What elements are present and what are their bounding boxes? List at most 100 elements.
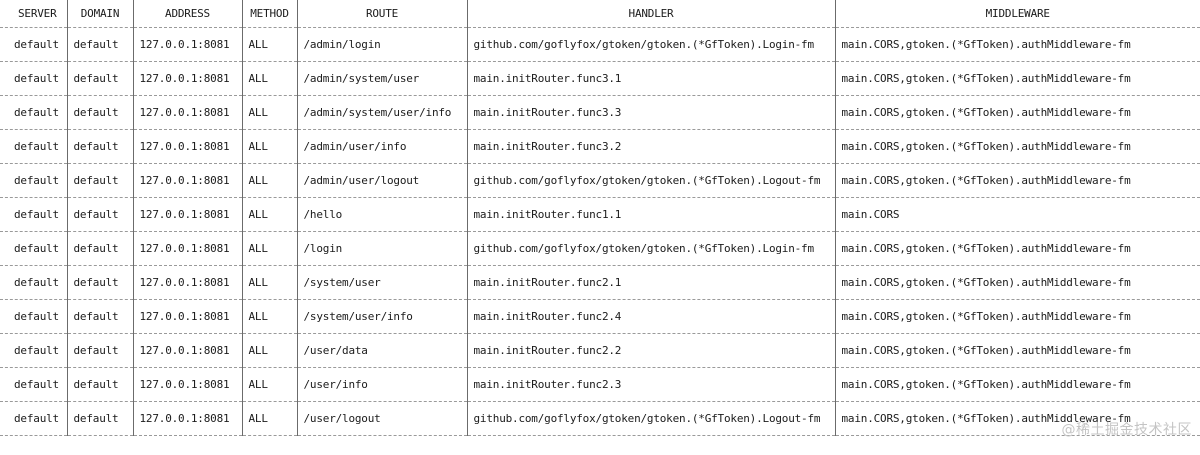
cell-handler: main.initRouter.func3.1 — [466, 61, 835, 96]
cell-handler: main.initRouter.func2.1 — [466, 265, 835, 300]
cell-address: 127.0.0.1:8081 — [132, 299, 242, 334]
cell-server: default — [0, 61, 67, 96]
cell-route: /login — [296, 231, 467, 266]
cell-address: 127.0.0.1:8081 — [132, 231, 242, 266]
cell-address: 127.0.0.1:8081 — [132, 401, 242, 436]
cell-handler: github.com/goflyfox/gtoken/gtoken.(*GfTo… — [466, 163, 835, 198]
cell-address: 127.0.0.1:8081 — [132, 61, 242, 96]
cell-server: default — [0, 163, 67, 198]
column-header-route: ROUTE — [296, 0, 467, 28]
cell-method: ALL — [241, 265, 297, 300]
cell-handler: main.initRouter.func1.1 — [466, 197, 835, 232]
cell-method: ALL — [241, 401, 297, 436]
cell-route: /system/user — [296, 265, 467, 300]
cell-method: ALL — [241, 27, 297, 62]
cell-middleware: main.CORS,gtoken.(*GfToken).authMiddlewa… — [834, 401, 1200, 436]
cell-route: /system/user/info — [296, 299, 467, 334]
cell-middleware: main.CORS,gtoken.(*GfToken).authMiddlewa… — [834, 129, 1200, 164]
cell-route: /admin/user/info — [296, 129, 467, 164]
cell-server: default — [0, 265, 67, 300]
cell-middleware: main.CORS,gtoken.(*GfToken).authMiddlewa… — [834, 231, 1200, 266]
cell-method: ALL — [241, 129, 297, 164]
cell-server: default — [0, 231, 67, 266]
cell-domain: default — [66, 61, 133, 96]
cell-domain: default — [66, 333, 133, 368]
cell-middleware: main.CORS,gtoken.(*GfToken).authMiddlewa… — [834, 299, 1200, 334]
cell-middleware: main.CORS,gtoken.(*GfToken).authMiddlewa… — [834, 95, 1200, 130]
cell-middleware: main.CORS,gtoken.(*GfToken).authMiddlewa… — [834, 61, 1200, 96]
cell-handler: github.com/goflyfox/gtoken/gtoken.(*GfTo… — [466, 27, 835, 62]
cell-method: ALL — [241, 95, 297, 130]
cell-handler: main.initRouter.func3.2 — [466, 129, 835, 164]
cell-method: ALL — [241, 231, 297, 266]
cell-server: default — [0, 333, 67, 368]
column-header-server: SERVER — [0, 0, 67, 28]
cell-method: ALL — [241, 299, 297, 334]
cell-domain: default — [66, 197, 133, 232]
cell-route: /admin/system/user/info — [296, 95, 467, 130]
cell-handler: main.initRouter.func3.3 — [466, 95, 835, 130]
cell-address: 127.0.0.1:8081 — [132, 27, 242, 62]
cell-middleware: main.CORS,gtoken.(*GfToken).authMiddlewa… — [834, 265, 1200, 300]
cell-address: 127.0.0.1:8081 — [132, 367, 242, 402]
cell-route: /user/info — [296, 367, 467, 402]
cell-domain: default — [66, 299, 133, 334]
cell-address: 127.0.0.1:8081 — [132, 197, 242, 232]
cell-route: /admin/system/user — [296, 61, 467, 96]
cell-server: default — [0, 129, 67, 164]
column-header-middleware: MIDDLEWARE — [834, 0, 1200, 28]
cell-handler: github.com/goflyfox/gtoken/gtoken.(*GfTo… — [466, 401, 835, 436]
cell-middleware: main.CORS,gtoken.(*GfToken).authMiddlewa… — [834, 27, 1200, 62]
cell-server: default — [0, 197, 67, 232]
cell-method: ALL — [241, 367, 297, 402]
cell-domain: default — [66, 163, 133, 198]
cell-method: ALL — [241, 333, 297, 368]
cell-domain: default — [66, 231, 133, 266]
cell-address: 127.0.0.1:8081 — [132, 163, 242, 198]
cell-server: default — [0, 367, 67, 402]
cell-route: /user/logout — [296, 401, 467, 436]
cell-route: /admin/login — [296, 27, 467, 62]
cell-server: default — [0, 401, 67, 436]
cell-handler: main.initRouter.func2.4 — [466, 299, 835, 334]
column-header-address: ADDRESS — [132, 0, 242, 28]
column-header-handler: HANDLER — [466, 0, 835, 28]
cell-route: /hello — [296, 197, 467, 232]
cell-address: 127.0.0.1:8081 — [132, 129, 242, 164]
cell-middleware: main.CORS,gtoken.(*GfToken).authMiddlewa… — [834, 333, 1200, 368]
cell-domain: default — [66, 401, 133, 436]
cell-middleware: main.CORS,gtoken.(*GfToken).authMiddlewa… — [834, 367, 1200, 402]
cell-method: ALL — [241, 163, 297, 198]
cell-domain: default — [66, 265, 133, 300]
cell-address: 127.0.0.1:8081 — [132, 333, 242, 368]
cell-handler: main.initRouter.func2.2 — [466, 333, 835, 368]
cell-server: default — [0, 299, 67, 334]
cell-domain: default — [66, 27, 133, 62]
cell-server: default — [0, 27, 67, 62]
cell-method: ALL — [241, 61, 297, 96]
cell-handler: github.com/goflyfox/gtoken/gtoken.(*GfTo… — [466, 231, 835, 266]
cell-address: 127.0.0.1:8081 — [132, 95, 242, 130]
cell-domain: default — [66, 129, 133, 164]
cell-route: /user/data — [296, 333, 467, 368]
cell-server: default — [0, 95, 67, 130]
cell-handler: main.initRouter.func2.3 — [466, 367, 835, 402]
column-header-domain: DOMAIN — [66, 0, 133, 28]
cell-middleware: main.CORS — [834, 197, 1200, 232]
